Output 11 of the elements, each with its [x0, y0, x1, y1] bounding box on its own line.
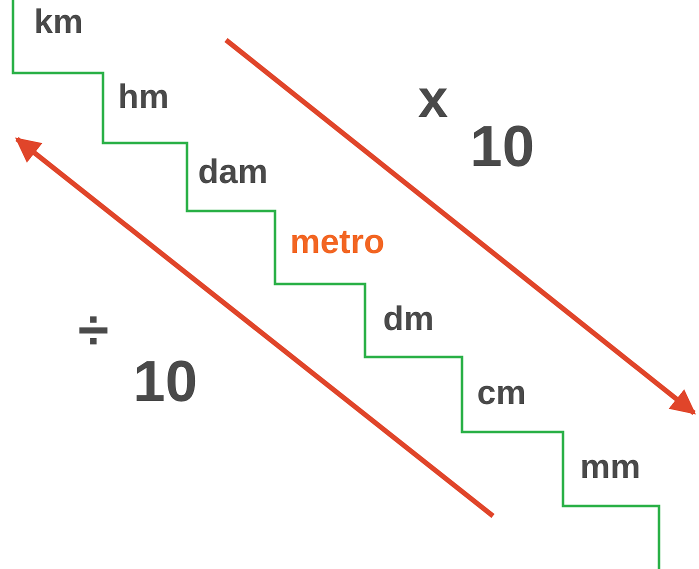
unit-label: cm [477, 374, 526, 414]
operator-label: ÷ [78, 298, 109, 362]
unit-label: km [34, 3, 84, 42]
unit-label: dm [383, 300, 434, 340]
unit-label: dam [198, 153, 268, 192]
factor-label: 10 [470, 114, 535, 181]
factor-label: 10 [133, 349, 198, 416]
operator-label: x [418, 68, 448, 130]
unit-label: metro [290, 223, 384, 262]
unit-label: mm [580, 448, 640, 488]
unit-label: hm [118, 78, 169, 118]
